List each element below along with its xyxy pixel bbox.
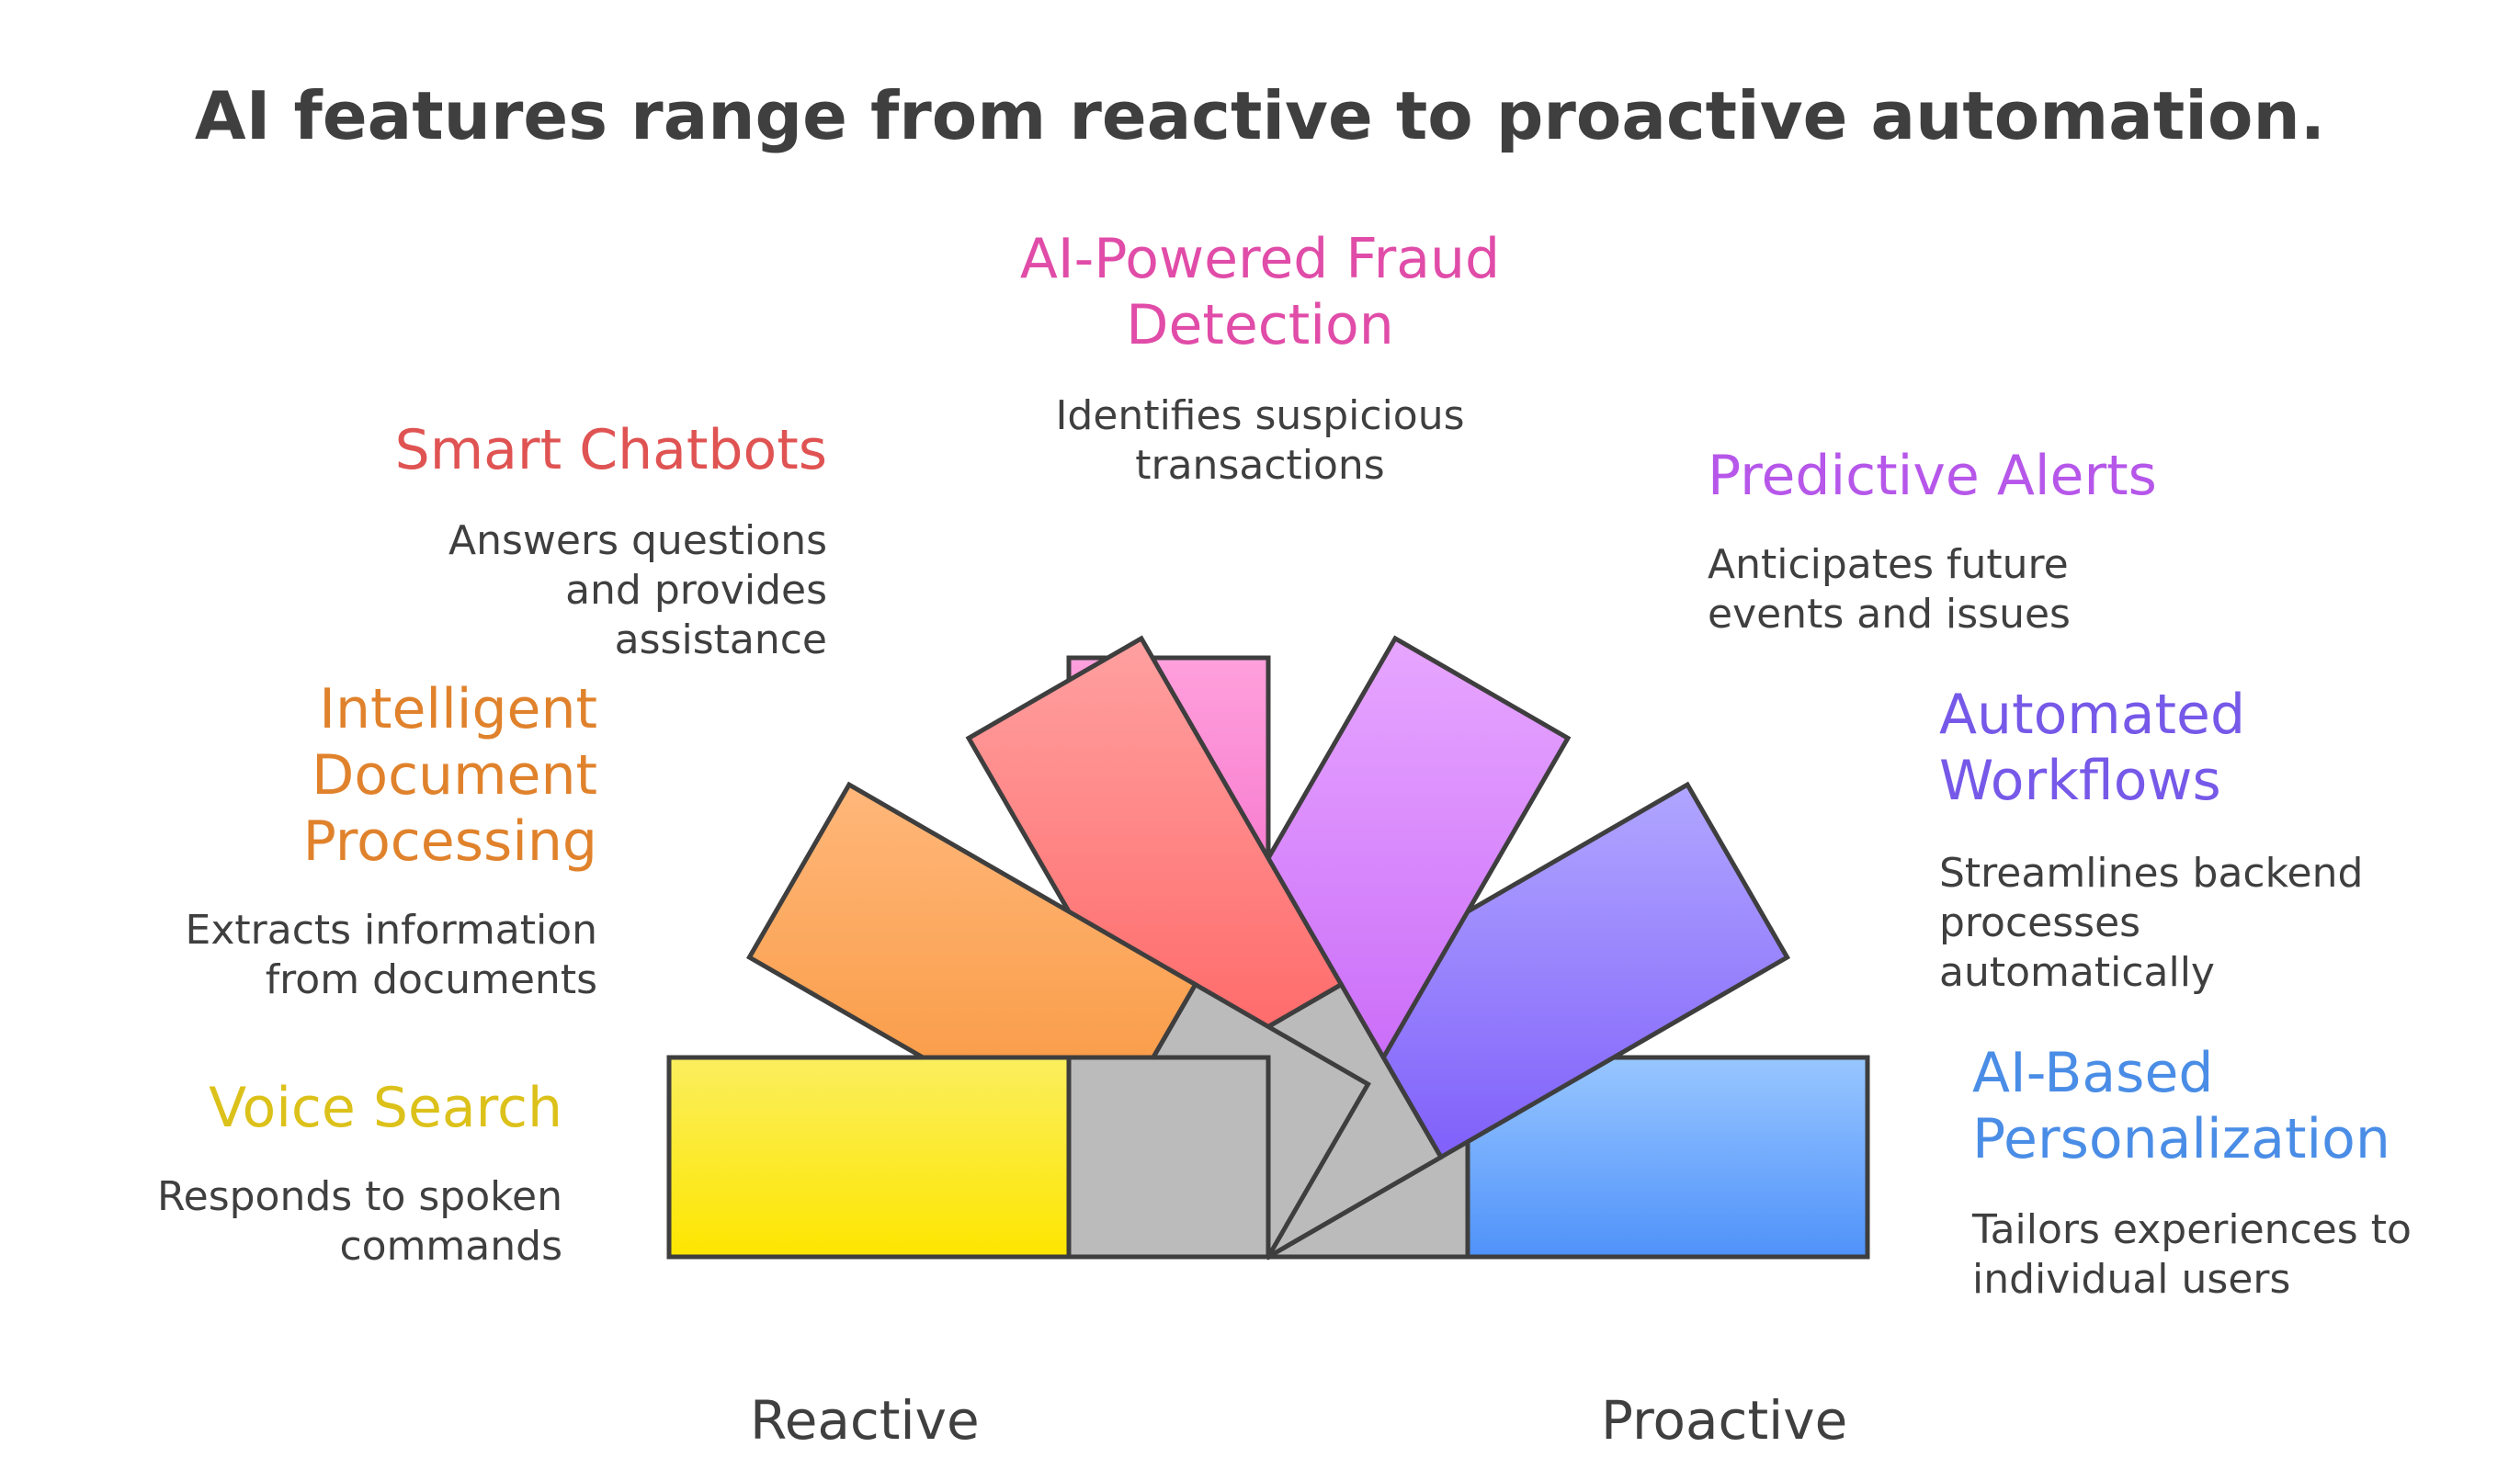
feature-ai-based-personalization-label: AI-Based Personalization	[1972, 1041, 2390, 1171]
diagram-title: AI features range from reactive to proac…	[194, 77, 2326, 154]
feature-automated-workflows-description: Streamlines backend processes automatica…	[1939, 850, 2364, 996]
axis-label-reactive: Reactive	[750, 1389, 980, 1452]
feature-smart-chatbots-description: Answers questions and provides assistanc…	[448, 517, 827, 663]
feature-ai-powered-fraud-detection-label: AI-Powered Fraud Detection	[1019, 227, 1501, 357]
color-bar-voice-search	[666, 1055, 1072, 1260]
feature-voice-search-description: Responds to spoken commands	[157, 1173, 562, 1270]
feature-intelligent-document-processing-label: Intelligent Document Processing	[302, 677, 597, 874]
axis-label-proactive: Proactive	[1601, 1389, 1848, 1452]
feature-predictive-alerts-label: Predictive Alerts	[1708, 444, 2157, 508]
feature-smart-chatbots-label: Smart Chatbots	[394, 418, 827, 482]
feature-intelligent-document-processing-description: Extracts information from documents	[185, 907, 597, 1003]
feature-automated-workflows-label: Automated Workflows	[1939, 683, 2246, 813]
feature-predictive-alerts-description: Anticipates future events and issues	[1708, 541, 2071, 638]
color-bar-smart-chatbots	[965, 635, 1345, 1088]
feature-ai-based-personalization-description: Tailors experiences to individual users	[1972, 1206, 2412, 1303]
fan-blade-voice-search	[666, 1055, 1271, 1260]
feature-ai-powered-fraud-detection-description: Identifies suspicious transactions	[1055, 392, 1465, 489]
feature-voice-search-label: Voice Search	[209, 1076, 562, 1140]
hub-square-voice-search	[1066, 1055, 1271, 1260]
